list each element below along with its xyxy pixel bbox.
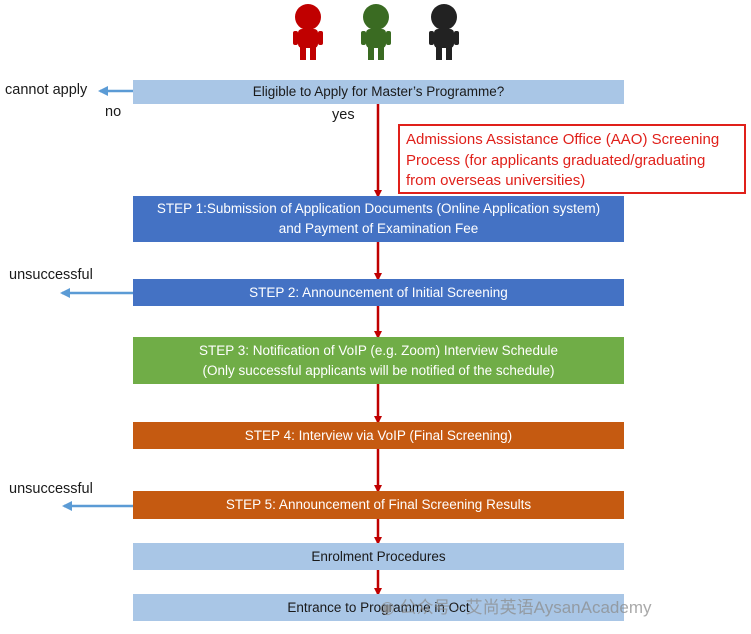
person-icon-green xyxy=(361,4,391,60)
aao-note-box: Admissions Assistance Office (AAO) Scree… xyxy=(398,124,746,194)
step1-line1: STEP 1:Submission of Application Documen… xyxy=(156,201,601,217)
enrolment-text: Enrolment Procedures xyxy=(311,548,446,564)
step2-line1: STEP 2: Announcement of Initial Screenin… xyxy=(249,284,508,300)
step4-line1: STEP 4: Interview via VoIP (Final Screen… xyxy=(244,427,513,443)
watermark-text: 公众号 · 艾尚英语AysanAcademy xyxy=(399,598,652,617)
step3-line1: STEP 3: Notification of VoIP (e.g. Zoom)… xyxy=(199,342,558,358)
eligibility-question-text: Eligible to Apply for Master’s Programme… xyxy=(252,84,505,100)
person-icon-red xyxy=(293,4,323,60)
step3-box: STEP 3: Notification of VoIP (e.g. Zoom)… xyxy=(133,337,624,384)
yes-label: yes xyxy=(332,107,355,123)
no-label: no xyxy=(105,104,122,120)
aao-note-line3: from overseas universities) xyxy=(406,172,586,190)
eligibility-question-box: Eligible to Apply for Master’s Programme… xyxy=(133,80,624,104)
enrolment-box: Enrolment Procedures xyxy=(133,543,624,570)
wechat-icon: ◉ xyxy=(380,598,395,617)
step5-line1: STEP 5: Announcement of Final Screening … xyxy=(225,497,532,513)
aao-note-line2: Process (for applicants graduated/gradua… xyxy=(406,151,706,169)
step1-line2: and Payment of Examination Fee xyxy=(278,221,479,236)
person-icon-black xyxy=(429,4,459,60)
aao-note-line1: Admissions Assistance Office (AAO) Scree… xyxy=(406,131,720,148)
watermark: ◉ 公众号 · 艾尚英语AysanAcademy xyxy=(380,593,652,618)
step5-box: STEP 5: Announcement of Final Screening … xyxy=(133,491,624,519)
step4-box: STEP 4: Interview via VoIP (Final Screen… xyxy=(133,422,624,449)
step2-box: STEP 2: Announcement of Initial Screenin… xyxy=(133,279,624,306)
entrance-text: Entrance to Programme in Oct xyxy=(287,599,470,615)
step3-line2: (Only successful applicants will be noti… xyxy=(202,362,555,378)
cannot-apply-label: cannot apply xyxy=(5,82,88,98)
unsuccessful-label-1: unsuccessful xyxy=(9,267,93,283)
step1-box: STEP 1:Submission of Application Documen… xyxy=(133,196,624,242)
entrance-box: Entrance to Programme in Oct xyxy=(133,594,624,621)
unsuccessful-label-2: unsuccessful xyxy=(9,481,93,497)
